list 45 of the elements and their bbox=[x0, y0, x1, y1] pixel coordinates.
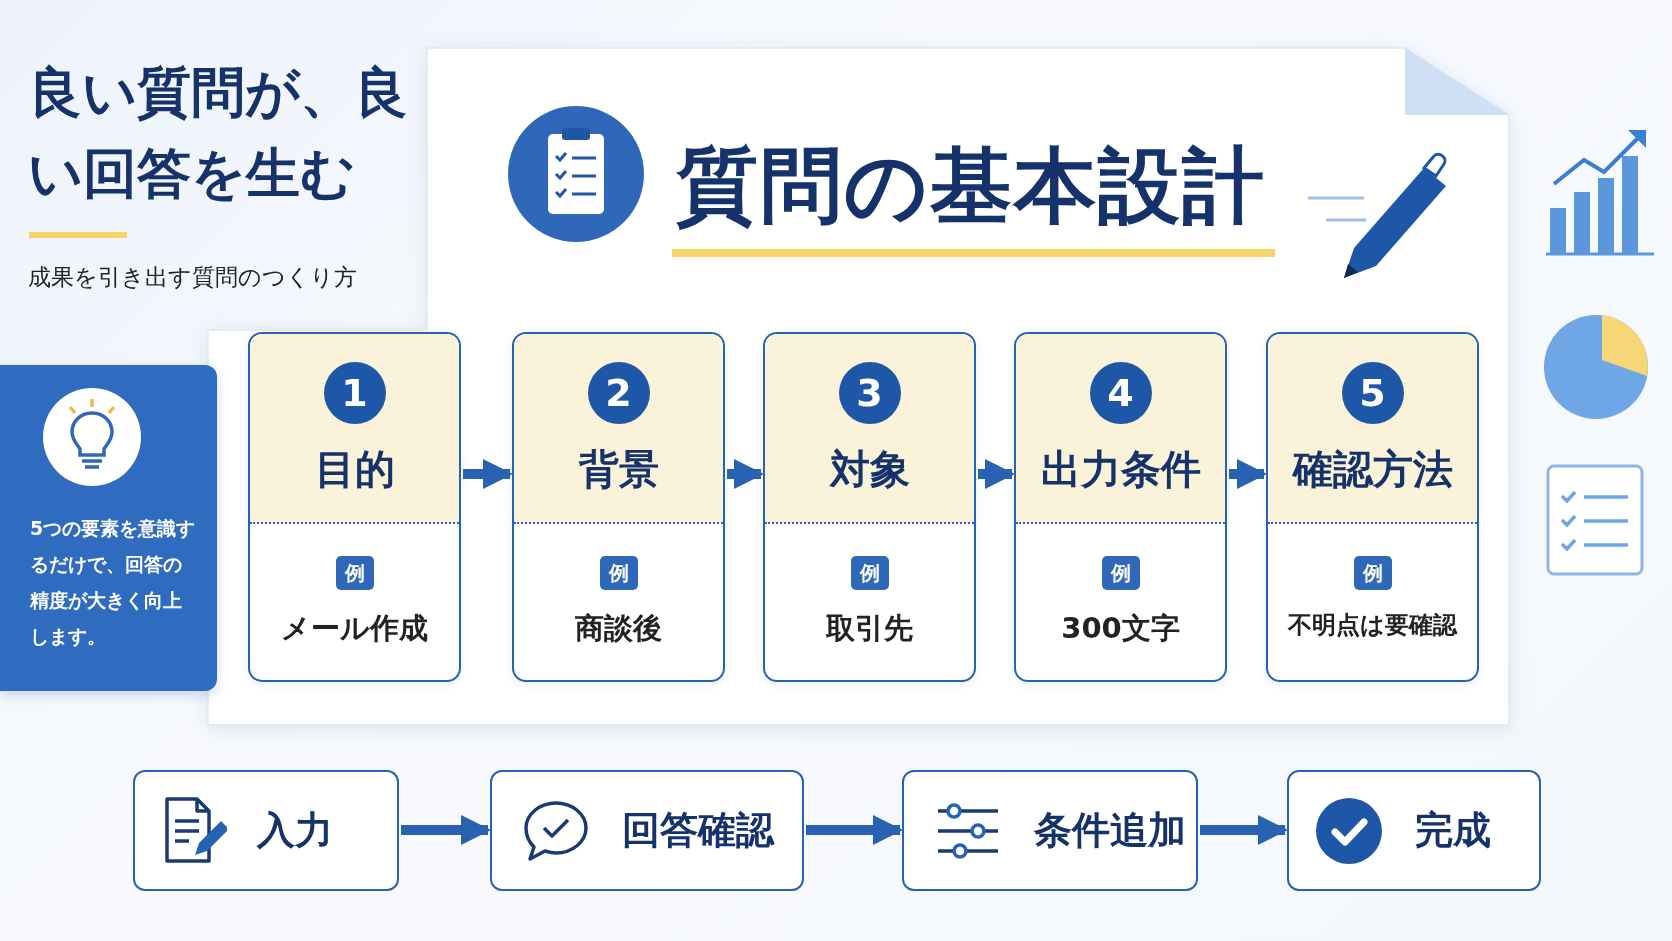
flow-step-label: 回答確認 bbox=[622, 807, 774, 854]
arrow bbox=[806, 815, 903, 845]
step-title: 確認方法 bbox=[1291, 445, 1454, 494]
step-number: 5 bbox=[1341, 362, 1404, 424]
arrow bbox=[727, 459, 764, 489]
step-card bbox=[512, 332, 725, 682]
step-number: 2 bbox=[587, 362, 650, 424]
step-card bbox=[1014, 332, 1227, 682]
step-title: 対象 bbox=[828, 445, 911, 494]
step-number: 3 bbox=[838, 362, 901, 424]
arrow bbox=[1229, 459, 1267, 489]
flow-step-label: 完成 bbox=[1415, 807, 1491, 854]
arrow bbox=[1200, 815, 1288, 845]
flow-step-box bbox=[490, 770, 804, 891]
example-text: 取引先 bbox=[825, 610, 914, 647]
callout-text: 5つの要素を意識するだけで、回答の精度が大きく向上します。 bbox=[30, 516, 197, 650]
step-number: 1 bbox=[323, 362, 386, 424]
example-tag: 例 bbox=[599, 556, 638, 590]
flow-step-box bbox=[902, 770, 1198, 891]
flow-step-label: 条件追加 bbox=[1034, 807, 1186, 854]
step-number: 4 bbox=[1089, 362, 1152, 424]
example-text: メール作成 bbox=[280, 610, 429, 647]
example-tag: 例 bbox=[335, 556, 374, 590]
flow-step-box bbox=[133, 770, 399, 891]
arrow bbox=[463, 459, 513, 489]
step-title: 出力条件 bbox=[1039, 445, 1202, 494]
arrow bbox=[978, 459, 1015, 489]
step-card bbox=[248, 332, 461, 682]
example-text: 300文字 bbox=[1060, 610, 1181, 647]
example-text: 不明点は要確認 bbox=[1286, 610, 1459, 641]
flow-step-label: 入力 bbox=[257, 807, 333, 854]
example-text: 商談後 bbox=[574, 610, 663, 647]
subtitle: 成果を引き出す質問のつくり方 bbox=[28, 263, 357, 292]
step-card bbox=[1266, 332, 1479, 682]
step-title: 目的 bbox=[313, 445, 396, 494]
example-tag: 例 bbox=[850, 556, 889, 590]
step-card bbox=[763, 332, 976, 682]
callout-panel bbox=[0, 365, 217, 691]
step-title: 背景 bbox=[577, 445, 660, 494]
example-tag: 例 bbox=[1101, 556, 1140, 590]
flow-step-box bbox=[1287, 770, 1541, 891]
main-heading: 質問の基本設計 bbox=[676, 137, 1266, 235]
headline: 良い質問が、良い回答を生む bbox=[28, 60, 409, 207]
example-tag: 例 bbox=[1353, 556, 1392, 590]
arrow bbox=[401, 815, 491, 845]
